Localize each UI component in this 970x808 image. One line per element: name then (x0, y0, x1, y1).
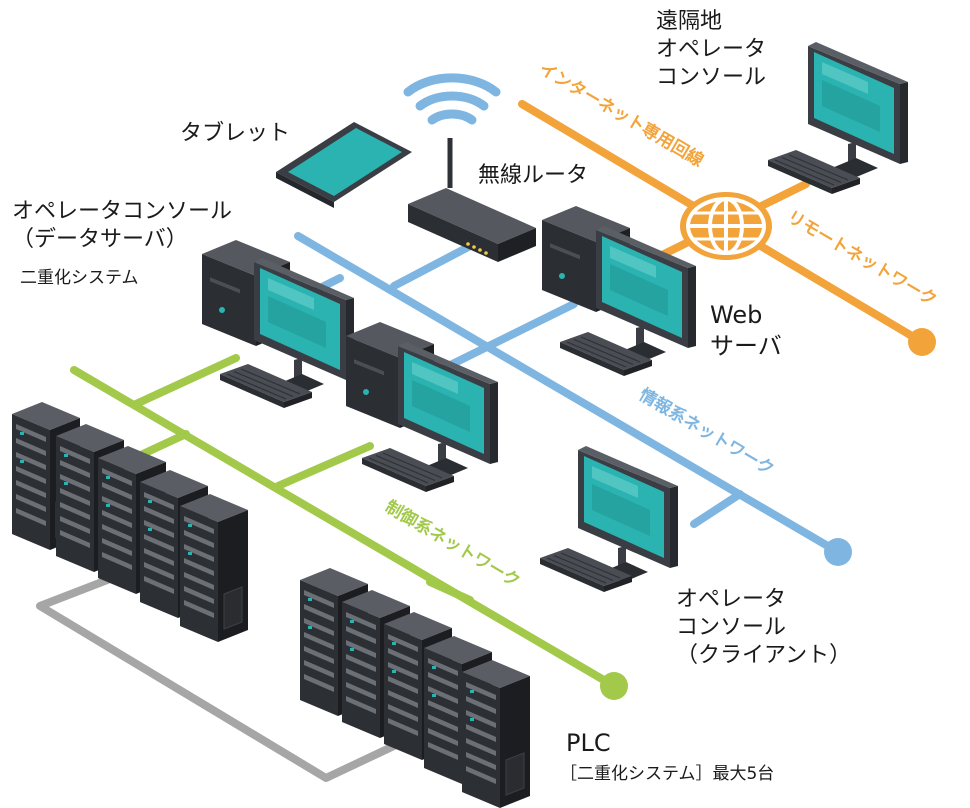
wireless-router-label: 無線ルータ (478, 163, 589, 188)
globe-icon (680, 192, 772, 260)
remote-console-monitor (767, 42, 908, 195)
operator-console-server-label: オペレータコンソール （データサーバ） (12, 199, 233, 253)
plc-note-label: ［二重化システム］最大5台 (560, 764, 775, 784)
control-network-endpoint (600, 672, 628, 700)
remote-network-label: リモートネットワーク (783, 207, 940, 311)
remote-network-endpoint (908, 328, 936, 356)
plc-label: PLC (566, 729, 611, 757)
operator-console-server-1 (202, 240, 354, 409)
operator-console-server-2 (346, 322, 498, 493)
web-server-label: Web サーバ (710, 301, 782, 360)
wifi-icon (403, 73, 501, 125)
operator-console-client-label: オペレータ コンソール （クライアント） (676, 587, 852, 669)
control-network-label: 制御系ネットワーク (381, 496, 523, 592)
info-network-label: 情報系ネットワーク (635, 384, 777, 480)
router-icon (408, 138, 536, 262)
web-server (542, 206, 696, 377)
operator-console-client (539, 446, 678, 593)
tablet-icon (276, 122, 412, 208)
tablet-label: タブレット (180, 121, 291, 146)
remote-console-label: 遠隔地 オペレータ コンソール (656, 9, 767, 91)
control-network-line (70, 354, 618, 690)
redundant-system-label: 二重化システム (20, 268, 139, 288)
info-network-endpoint (824, 538, 852, 566)
